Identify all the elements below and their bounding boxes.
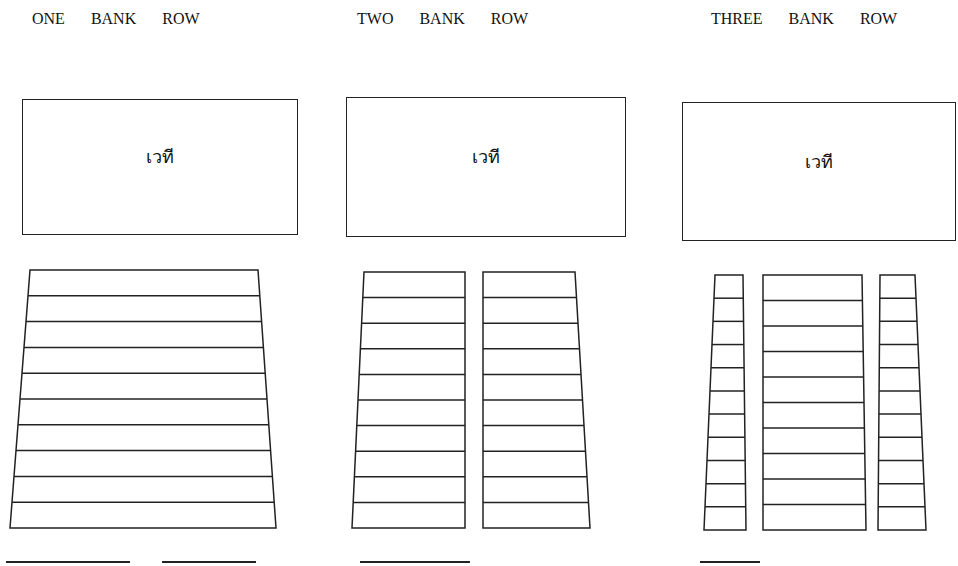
seat-row bbox=[763, 402, 864, 404]
seat-row bbox=[353, 502, 465, 504]
seat-row bbox=[483, 476, 587, 478]
stage-box: เวที bbox=[22, 99, 298, 235]
seat-row bbox=[763, 300, 862, 302]
seat-row bbox=[879, 460, 923, 462]
seat-row bbox=[763, 453, 865, 455]
seat-row bbox=[708, 437, 745, 439]
seating-bank bbox=[763, 275, 866, 530]
seat-row bbox=[763, 325, 863, 327]
seat-row bbox=[878, 506, 925, 508]
seat-row bbox=[357, 425, 465, 427]
seat-row bbox=[763, 478, 865, 480]
seat-row bbox=[878, 483, 924, 485]
seat-row bbox=[714, 297, 743, 299]
seat-row bbox=[880, 321, 917, 323]
seating-bank bbox=[10, 270, 276, 528]
seat-row bbox=[709, 413, 745, 415]
seat-row bbox=[705, 506, 746, 508]
seat-row bbox=[20, 398, 267, 400]
seat-row bbox=[712, 344, 744, 346]
seat-row bbox=[12, 501, 274, 503]
seat-row bbox=[24, 347, 263, 349]
seat-row bbox=[483, 399, 583, 401]
seat-row bbox=[763, 376, 864, 378]
seat-row bbox=[483, 502, 589, 504]
stage-label: เวที bbox=[683, 146, 955, 175]
seat-row bbox=[483, 297, 577, 299]
seat-row bbox=[763, 504, 866, 506]
seat-row bbox=[483, 322, 578, 324]
seat-row bbox=[483, 450, 586, 452]
layout-heading: ONE BANK ROW bbox=[32, 10, 200, 28]
seat-row bbox=[26, 321, 262, 323]
seat-row bbox=[706, 483, 745, 485]
seat-row bbox=[16, 450, 271, 452]
layout-heading: THREE BANK ROW bbox=[711, 10, 897, 28]
seating-bank bbox=[483, 272, 590, 528]
seat-row bbox=[879, 413, 921, 415]
seat-row bbox=[363, 297, 465, 299]
seat-row bbox=[483, 374, 581, 376]
stage-label: เวที bbox=[347, 141, 625, 170]
seat-row bbox=[879, 344, 918, 346]
seat-row bbox=[22, 372, 265, 374]
seat-row bbox=[713, 321, 744, 323]
seat-row bbox=[879, 390, 920, 392]
layout-heading: TWO BANK ROW bbox=[357, 10, 528, 28]
seat-row bbox=[483, 348, 580, 350]
stage-box: เวที bbox=[346, 97, 626, 237]
seat-row bbox=[879, 367, 919, 369]
seat-row bbox=[18, 424, 269, 426]
seat-row bbox=[362, 322, 465, 324]
seating-bank bbox=[352, 272, 465, 528]
seat-row bbox=[354, 476, 465, 478]
stage-label: เวที bbox=[23, 142, 297, 171]
seat-row bbox=[356, 450, 465, 452]
seat-row bbox=[359, 374, 465, 376]
seat-row bbox=[880, 297, 916, 299]
seat-row bbox=[358, 399, 465, 401]
seat-row bbox=[360, 348, 465, 350]
seating-bank bbox=[704, 275, 746, 530]
seat-row bbox=[879, 437, 922, 439]
seat-row bbox=[710, 390, 744, 392]
seat-row bbox=[711, 367, 744, 369]
seat-row bbox=[707, 460, 745, 462]
seat-row bbox=[14, 476, 272, 478]
seating-bank bbox=[878, 275, 926, 530]
seat-row bbox=[763, 427, 864, 429]
seat-row bbox=[28, 295, 260, 297]
seat-row bbox=[763, 351, 863, 353]
seat-row bbox=[483, 425, 584, 427]
stage-box: เวที bbox=[682, 102, 956, 241]
